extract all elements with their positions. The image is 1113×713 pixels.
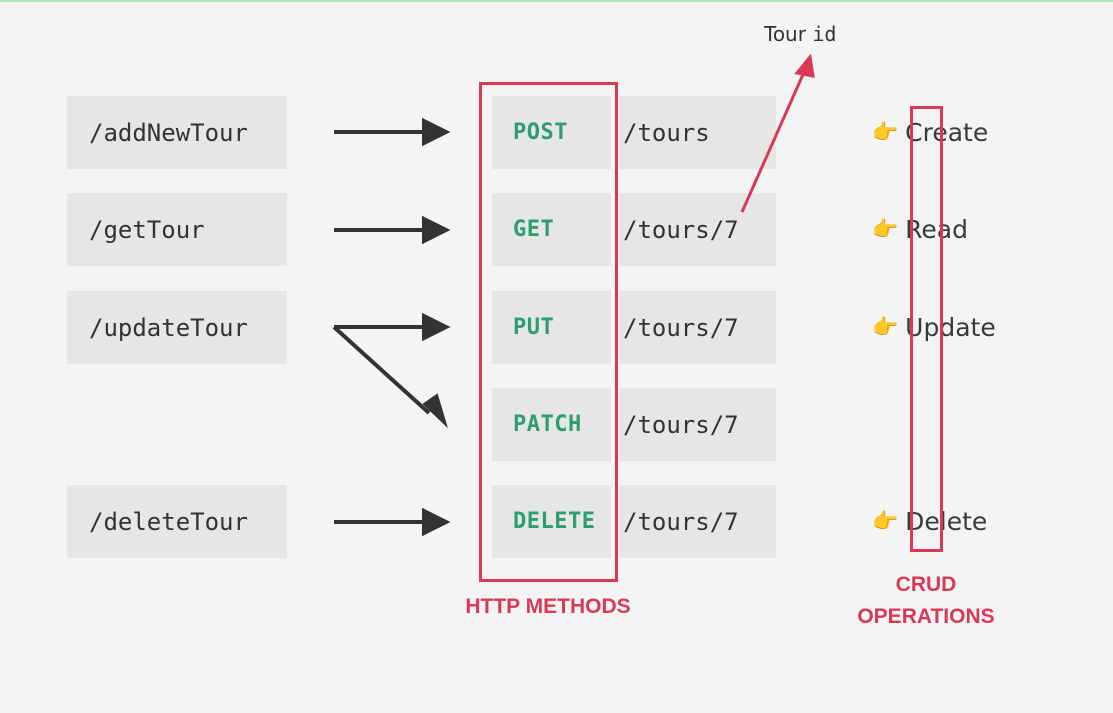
path-tours-id-delete: /tours/7 (619, 485, 776, 558)
http-methods-label: HTTP METHODS (465, 595, 631, 618)
method-patch: PATCH (492, 388, 611, 461)
crud-update: 👉 Update (872, 291, 996, 364)
crud-read-label: Read (905, 215, 968, 244)
old-endpoint-get-tour: /getTour (67, 193, 287, 266)
path-tours: /tours (619, 96, 776, 169)
crud-operations-label-line1: CRUD (895, 573, 957, 596)
crud-delete-label: Delete (905, 507, 988, 536)
old-endpoint-add-new-tour: /addNewTour (67, 96, 287, 169)
crud-read: 👉 Read (872, 193, 968, 266)
method-post: POST (492, 96, 611, 169)
http-methods-highlight-box (479, 82, 618, 582)
tour-id-label-tour: Tour (764, 22, 806, 46)
tour-id-annotation: Tour id (764, 22, 836, 46)
crud-create: 👉 Create (872, 96, 988, 169)
path-tours-id-put: /tours/7 (619, 291, 776, 364)
pointing-hand-icon: 👉 (872, 315, 899, 339)
crud-create-label: Create (905, 118, 989, 147)
old-endpoint-delete-tour: /deleteTour (67, 485, 287, 558)
pointing-hand-icon: 👉 (872, 509, 899, 533)
arrow-update-to-patch (332, 325, 431, 415)
path-tours-id-patch: /tours/7 (619, 388, 776, 461)
crud-highlight-box (910, 106, 943, 552)
arrowhead-icon (422, 507, 451, 537)
method-get: GET (492, 193, 611, 266)
crud-delete: 👉 Delete (872, 485, 987, 558)
arrowhead-icon (794, 53, 815, 78)
tour-id-label-id: id (812, 22, 837, 46)
crud-operations-label-line2: OPERATIONS (857, 605, 995, 628)
arrowhead-icon (422, 312, 451, 342)
pointing-hand-icon: 👉 (872, 217, 899, 241)
arrowhead-icon (422, 393, 449, 429)
pointing-hand-icon: 👉 (872, 120, 899, 144)
top-border-line (0, 0, 1113, 2)
arrowhead-icon (422, 215, 451, 245)
method-delete: DELETE (492, 485, 611, 558)
method-put: PUT (492, 291, 611, 364)
path-tours-id-get: /tours/7 (619, 193, 776, 266)
crud-update-label: Update (905, 313, 996, 342)
arrowhead-icon (422, 117, 451, 147)
old-endpoint-update-tour: /updateTour (67, 291, 287, 364)
